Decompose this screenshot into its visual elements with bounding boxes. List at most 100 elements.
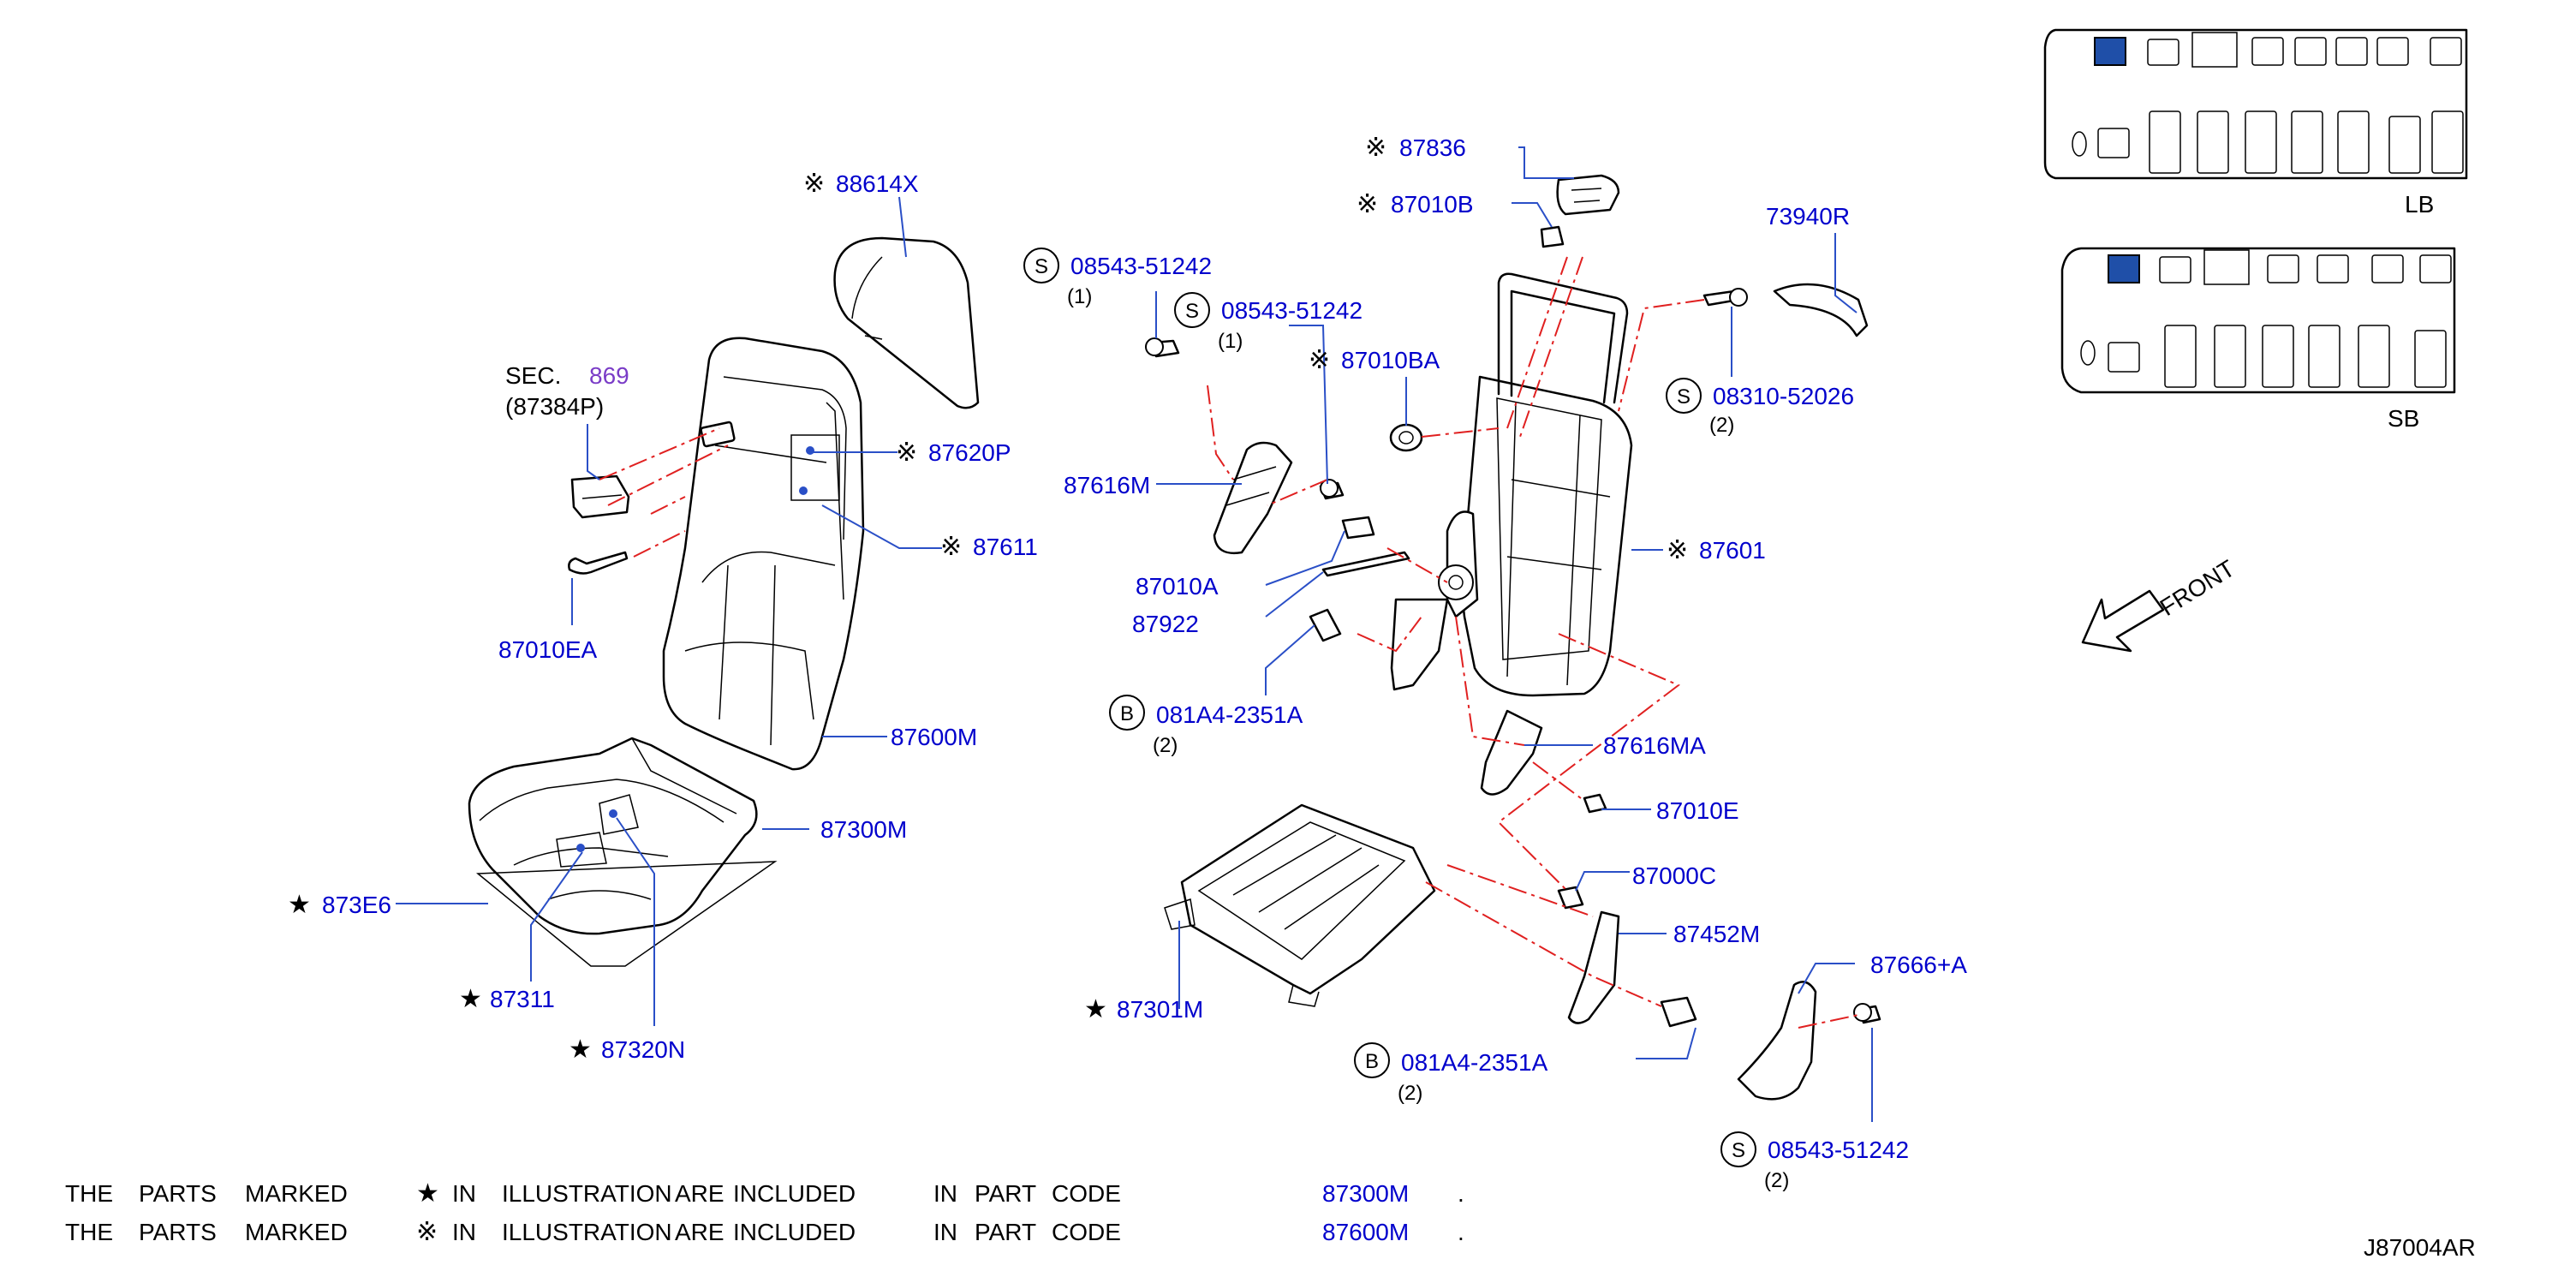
- note-word: ARE: [675, 1180, 724, 1207]
- asterisk-mark: ※: [896, 438, 917, 468]
- note-part-code[interactable]: 87600M: [1322, 1219, 1409, 1245]
- callout-08543-51242-b[interactable]: 08543-51242: [1221, 297, 1363, 324]
- note-word: IN: [933, 1180, 957, 1207]
- vehicle-layout-lb: LB: [2043, 28, 2468, 218]
- callout-08543-51242-a[interactable]: 08543-51242: [1070, 253, 1212, 279]
- callout-87000c[interactable]: 87000C: [1632, 862, 1716, 889]
- assist-grip-73940r: [1773, 283, 1869, 337]
- callout-88614x[interactable]: 88614X: [836, 170, 919, 197]
- callout-87301m[interactable]: 87301M: [1117, 996, 1203, 1023]
- s-circle-symbol: [1720, 1131, 1756, 1167]
- cover-87666a: [1737, 981, 1817, 1101]
- knob-87010b: [1540, 225, 1565, 248]
- callout-87611[interactable]: 87611: [973, 534, 1038, 560]
- seat-assembly-illustration: [468, 236, 980, 967]
- front-direction-indicator: FRONT: [2081, 555, 2239, 653]
- vehicle-layout-sb: SB: [2060, 247, 2456, 432]
- callout-87616ma[interactable]: 87616MA: [1603, 732, 1706, 759]
- callout-87616m[interactable]: 87616M: [1064, 472, 1150, 498]
- leader-lines: [396, 146, 1873, 1122]
- callout-87010b[interactable]: 87010B: [1391, 191, 1474, 218]
- front-label: FRONT: [2156, 555, 2239, 621]
- diagram-code: J87004AR: [2364, 1234, 2476, 1261]
- callout-081a4-2351a-a[interactable]: 081A4-2351A: [1156, 701, 1303, 728]
- callout-87620p[interactable]: 87620P: [928, 439, 1011, 466]
- callout-873e6[interactable]: 873E6: [322, 892, 391, 918]
- quantity: (1): [1067, 285, 1092, 308]
- callout-87010e[interactable]: 87010E: [1656, 797, 1739, 824]
- star-mark: ★: [416, 1179, 439, 1208]
- callout-87600m[interactable]: 87600M: [891, 724, 977, 750]
- callout-08310-52026[interactable]: 08310-52026: [1713, 383, 1854, 409]
- note-word: THE: [65, 1219, 113, 1245]
- headrest-pad-88614x: [833, 236, 980, 409]
- release-handle-87836: [1556, 174, 1620, 216]
- note-word: THE: [65, 1180, 113, 1207]
- trim-strip-87922: [1321, 551, 1410, 577]
- note-part-code[interactable]: 87300M: [1322, 1180, 1409, 1207]
- layout-sb-label: SB: [2388, 405, 2419, 432]
- note-word: PARTS: [139, 1180, 217, 1207]
- seat-frame-87301m: [1180, 803, 1436, 995]
- callout-87010a[interactable]: 87010A: [1136, 573, 1219, 600]
- callout-87836[interactable]: 87836: [1399, 134, 1466, 161]
- asterisk-mark: ※: [1309, 345, 1330, 375]
- note-word: MARKED: [245, 1180, 348, 1207]
- note-word: IN: [452, 1219, 476, 1245]
- quantity: (1): [1218, 330, 1243, 353]
- footnote-asterisk: THE PARTS MARKED ※ IN ILLUSTRATION ARE I…: [65, 1217, 1464, 1247]
- callout-87666a[interactable]: 87666+A: [1870, 952, 1967, 978]
- cap-87010ba: [1389, 423, 1423, 452]
- callout-87311[interactable]: 87311: [490, 986, 555, 1012]
- seatback-87600m: [662, 337, 865, 771]
- bolt-081a4-lower: [1660, 996, 1697, 1028]
- note-word: INCLUDED: [733, 1219, 856, 1245]
- callout-87384p: (87384P): [505, 393, 604, 420]
- note-word: ARE: [675, 1219, 724, 1245]
- s-letter: S: [1677, 385, 1690, 409]
- s-letter: S: [1732, 1139, 1745, 1162]
- quantity: (2): [1764, 1169, 1789, 1192]
- quantity: (2): [1398, 1082, 1422, 1105]
- asterisk-mark: ※: [803, 169, 825, 199]
- seat-position-highlight: [2108, 254, 2140, 283]
- star-mark: ★: [569, 1035, 592, 1065]
- callout-73940r[interactable]: 73940R: [1766, 203, 1850, 230]
- footnote-star: THE PARTS MARKED ★ IN ILLUSTRATION ARE I…: [65, 1179, 1464, 1208]
- screw-87010a: [1341, 516, 1375, 540]
- bracket-87452m: [1567, 910, 1620, 1024]
- asterisk-mark: ※: [1365, 133, 1386, 163]
- note-word: ILLUSTRATION: [502, 1219, 672, 1245]
- asterisk-mark: ※: [1357, 189, 1378, 219]
- note-word: MARKED: [245, 1219, 348, 1245]
- seat-position-highlight: [2094, 37, 2126, 66]
- s-circle-symbol: [1666, 378, 1702, 414]
- screw-87010ea: [568, 551, 629, 575]
- callout-08543-51242-c[interactable]: 08543-51242: [1768, 1137, 1909, 1163]
- star-mark: ★: [288, 890, 311, 920]
- callout-87010ba[interactable]: 87010BA: [1341, 347, 1440, 373]
- b-letter: B: [1120, 702, 1134, 725]
- b-letter: B: [1365, 1050, 1379, 1073]
- quantity: (2): [1153, 734, 1178, 757]
- b-circle-symbol: [1354, 1042, 1390, 1078]
- callout-87452m[interactable]: 87452M: [1673, 921, 1760, 947]
- note-word: IN: [933, 1219, 957, 1245]
- nut-87000c: [1557, 886, 1584, 910]
- callout-87010ea[interactable]: 87010EA: [498, 636, 598, 663]
- callout-87300m[interactable]: 87300M: [820, 816, 907, 843]
- callout-sec-869[interactable]: 869: [589, 362, 629, 389]
- s-circle-symbol: [1023, 248, 1059, 283]
- callout-87601[interactable]: 87601: [1699, 537, 1766, 564]
- s-letter: S: [1035, 255, 1048, 278]
- callout-87922[interactable]: 87922: [1132, 611, 1199, 637]
- note-word: CODE: [1052, 1219, 1121, 1245]
- callout-labels: ※ 88614X SEC. 869 (87384P) ※ 87620P ※ 87…: [288, 133, 1967, 1192]
- callout-87320n[interactable]: 87320N: [601, 1036, 685, 1063]
- callout-081a4-2351a-b[interactable]: 081A4-2351A: [1401, 1049, 1548, 1076]
- note-word: PARTS: [139, 1219, 217, 1245]
- s-circle-symbol: [1174, 292, 1210, 328]
- bolt-081a4-upper: [1309, 608, 1342, 642]
- note-word: PART: [975, 1219, 1036, 1245]
